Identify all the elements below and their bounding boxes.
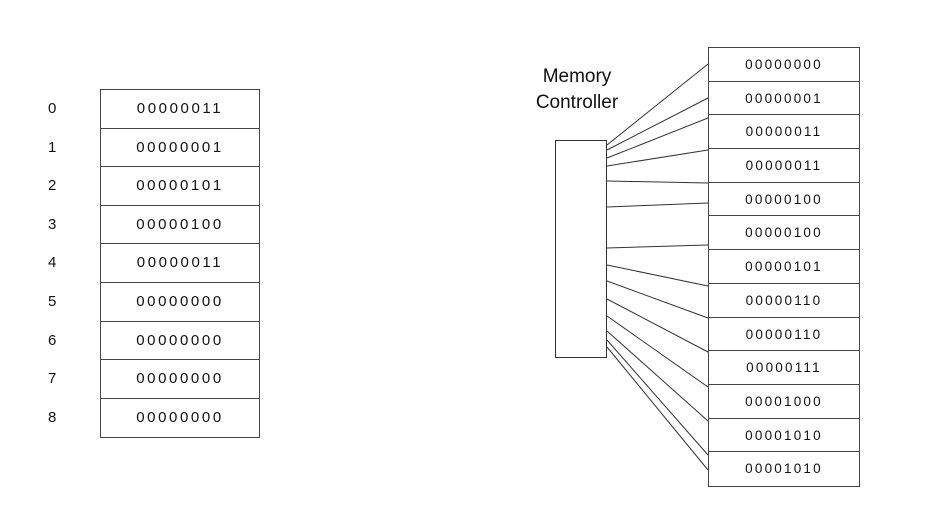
memory-cell: 00000001 [101, 129, 259, 168]
memory-cell: 00000011 [101, 244, 259, 283]
memory-cell: 00000011 [101, 90, 259, 129]
address-label: 2 [48, 177, 57, 195]
address-label: 5 [48, 293, 57, 310]
memory-cell: 00000000 [101, 360, 259, 399]
memory-table-left: 00000011 00000001 00000101 00000100 0000… [100, 89, 260, 439]
memory-cell: 00000000 [101, 322, 259, 361]
memory-cell: 00000110 [709, 318, 859, 352]
address-label: 3 [48, 215, 57, 233]
address-label: 8 [48, 408, 57, 426]
memory-cell: 00000000 [136, 408, 224, 426]
wire [606, 330, 709, 422]
wire [606, 298, 709, 353]
memory-cell: 00001000 [709, 385, 859, 419]
address-label: 1 [48, 138, 57, 156]
wire [606, 149, 709, 167]
address-label: 7 [48, 370, 57, 388]
memory-controller-label-line1: Memory [542, 66, 612, 87]
address-label: 4 [48, 254, 57, 272]
memory-cell: 00001010 [709, 419, 859, 453]
address-label: 0 [48, 100, 57, 117]
memory-cell: 00000100 [709, 216, 859, 251]
memory-cell: 00000101 [709, 250, 859, 284]
wire [606, 315, 709, 388]
address-label: 6 [48, 331, 57, 349]
memory-cell: 00000100 [709, 183, 859, 217]
memory-controller-box [555, 140, 607, 358]
wire [606, 117, 709, 159]
wire [606, 244, 709, 249]
memory-controller-label: Memory Controller [522, 64, 632, 116]
wire [606, 264, 709, 287]
memory-cell: 00000100 [101, 206, 259, 245]
memory-controller-label-line2: Controller [535, 92, 619, 113]
wire [606, 202, 709, 208]
memory-cell: 00000000 [709, 48, 859, 82]
memory-cell: 00000101 [101, 167, 259, 206]
memory-cell: 00001010 [745, 461, 823, 477]
wire [606, 339, 709, 456]
memory-cell: 00000001 [709, 82, 859, 116]
memory-cell: 00000000 [101, 283, 259, 322]
memory-cell: 00000111 [709, 351, 859, 385]
wire [606, 346, 709, 471]
memory-cell: 00000011 [709, 149, 859, 183]
wire [606, 280, 709, 319]
wire [606, 180, 709, 184]
memory-cell: 00000110 [709, 284, 859, 318]
memory-cell: 00000011 [709, 115, 859, 150]
memory-table-right: 00000000 00000001 00000011 00000011 0000… [708, 47, 860, 487]
